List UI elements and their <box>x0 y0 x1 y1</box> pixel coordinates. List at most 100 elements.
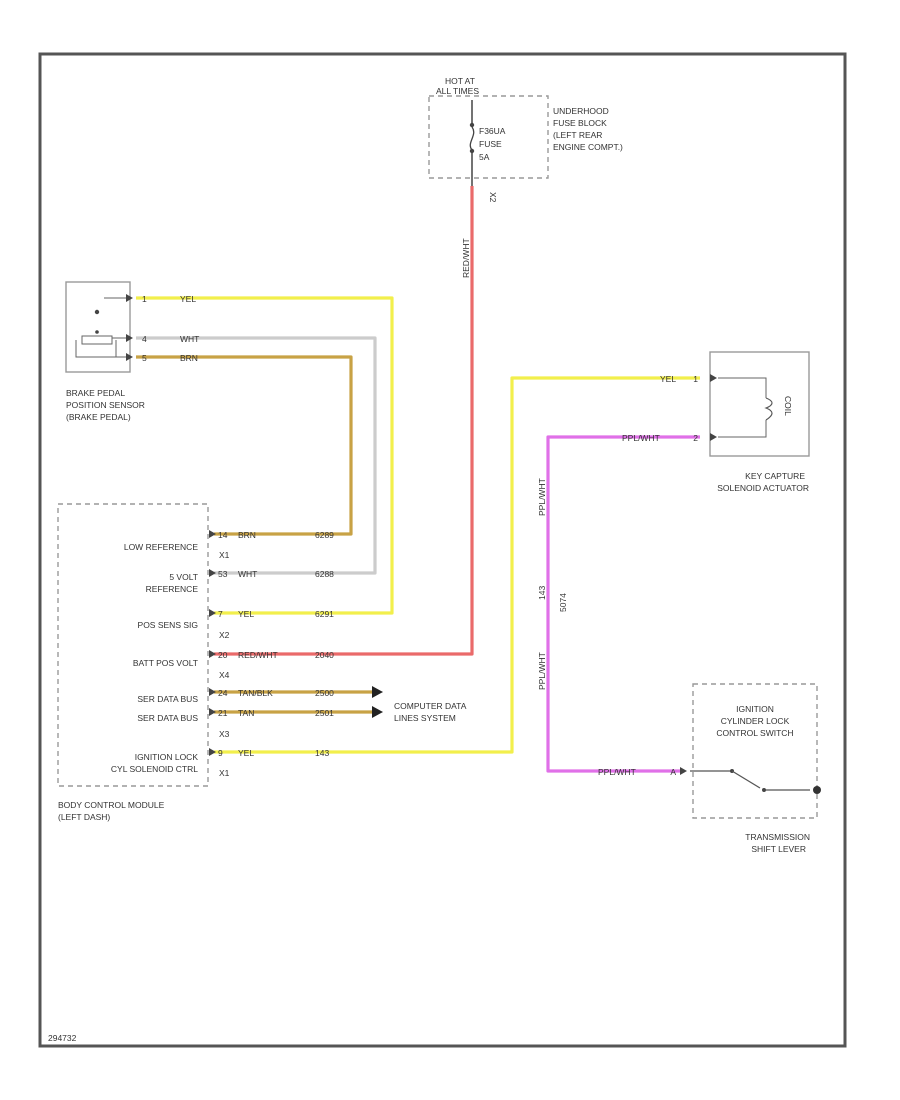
key-wire-ppl: PPL/WHT <box>622 433 660 443</box>
bcm-name-2: (LEFT DASH) <box>58 812 110 822</box>
fuse-terminal-icon <box>469 148 475 154</box>
bcm-circuit-2040: 2040 <box>315 650 334 660</box>
bcm-wire-tan: TAN <box>238 708 254 718</box>
fuse-block-name-3: (LEFT REAR <box>553 130 602 140</box>
fuse-block-outline <box>428 95 549 179</box>
key-pin-2: 2 <box>693 433 698 443</box>
pin-arrow-icon <box>680 767 687 775</box>
arrow-icon <box>372 706 383 718</box>
bcm-wire-yel-2: YEL <box>238 748 254 758</box>
brake-wire-yel: YEL <box>180 294 196 304</box>
ignition-switch-name-3: CONTROL SWITCH <box>716 728 793 738</box>
purple-wire-circuit-a: 143 <box>537 586 547 600</box>
key-pin-1: 1 <box>693 374 698 384</box>
yellow-wire-key <box>214 376 700 754</box>
red-wire-label: RED/WHT <box>461 238 471 278</box>
bcm-pin-53: 53 <box>218 569 228 579</box>
bcm-wire-red-wht: RED/WHT <box>238 650 278 660</box>
fuse-block-name-2: FUSE BLOCK <box>553 118 607 128</box>
key-solenoid-box <box>709 351 810 457</box>
bcm-signal-cyl-sol: CYL SOLENOID CTRL <box>111 764 198 774</box>
bcm-connector-x1b: X1 <box>219 768 230 778</box>
shift-lever-name-1: TRANSMISSION <box>745 832 810 842</box>
bcm-pin-21: 21 <box>218 708 228 718</box>
ignition-switch-pin: A <box>670 767 676 777</box>
ignition-switch-name-2: CYLINDER LOCK <box>721 716 790 726</box>
bcm-name-1: BODY CONTROL MODULE <box>58 800 165 810</box>
sensor-element-icon <box>94 309 100 315</box>
data-link-name-1: COMPUTER DATA <box>394 701 467 711</box>
bcm-wire-wht: WHT <box>238 569 257 579</box>
yellow-wire-brake <box>136 296 394 615</box>
fuse-pin-label: X2 <box>488 192 498 203</box>
coil-icon <box>764 397 773 421</box>
brake-wire-brn: BRN <box>180 353 198 363</box>
bcm-signal-ign-lock: IGNITION LOCK <box>135 752 199 762</box>
diagram-frame <box>38 52 847 1048</box>
data-link-name-2: LINES SYSTEM <box>394 713 456 723</box>
bcm-wire-yel: YEL <box>238 609 254 619</box>
pin-arrow-icon <box>209 748 216 756</box>
key-wire-yel: YEL <box>660 374 676 384</box>
bcm-signal-pos-sens: POS SENS SIG <box>138 620 198 630</box>
sensor-element-icon <box>81 335 113 345</box>
brake-pin-1: 1 <box>142 294 147 304</box>
bcm-signal-ser-2: SER DATA BUS <box>137 713 198 723</box>
fuse-name: F36UA <box>479 126 506 136</box>
brake-sensor-name-2: POSITION SENSOR <box>66 400 145 410</box>
bcm-connector-x3: X3 <box>219 729 230 739</box>
bcm-circuit-6289: 6289 <box>315 530 334 540</box>
bcm-wire-brn: BRN <box>238 530 256 540</box>
brake-wire-wht: WHT <box>180 334 199 344</box>
red-wire <box>214 186 474 656</box>
diagram-code: 294732 <box>48 1033 77 1043</box>
bcm-signal-low-ref: LOW REFERENCE <box>124 542 198 552</box>
pin-arrow-icon <box>209 530 216 538</box>
brake-pin-4: 4 <box>142 334 147 344</box>
pin-arrow-icon <box>209 708 216 716</box>
fuse-hot-label: HOT AT <box>445 76 475 86</box>
pin-arrow-icon <box>126 294 133 302</box>
bcm-pin-24: 24 <box>218 688 228 698</box>
bcm-connector-x2: X2 <box>219 630 230 640</box>
key-solenoid-name-2: SOLENOID ACTUATOR <box>717 483 809 493</box>
coil-label: COIL <box>783 396 793 416</box>
bcm-pin-9: 9 <box>218 748 223 758</box>
bcm-outline <box>57 503 209 787</box>
bcm-pin-7: 7 <box>218 609 223 619</box>
brake-sensor-name-3: (BRAKE PEDAL) <box>66 412 131 422</box>
brake-pin-5: 5 <box>142 353 147 363</box>
switch-blade-icon <box>731 770 761 789</box>
purple-wire-label-b: PPL/WHT <box>537 652 547 690</box>
pin-arrow-icon <box>710 374 717 382</box>
bcm-circuit-6291: 6291 <box>315 609 334 619</box>
fuse-icon <box>469 126 475 151</box>
switch-contact-icon <box>762 788 766 792</box>
brake-sensor-name-1: BRAKE PEDAL <box>66 388 125 398</box>
bcm-pin-14: 14 <box>218 530 228 540</box>
bcm-connector-x4: X4 <box>219 670 230 680</box>
pin-arrow-icon <box>209 650 216 658</box>
bcm-circuit-2501: 2501 <box>315 708 334 718</box>
fuse-block-name-4: ENGINE COMPT.) <box>553 142 623 152</box>
fuse-block-name-1: UNDERHOOD <box>553 106 609 116</box>
ignition-switch-wire: PPL/WHT <box>598 767 636 777</box>
pin-arrow-icon <box>209 688 216 696</box>
purple-wire-circuit-b: 5074 <box>558 593 568 612</box>
brake-sensor-box <box>65 281 131 373</box>
ground-icon <box>813 786 821 794</box>
solenoid-lead <box>718 377 767 398</box>
key-solenoid-name-1: KEY CAPTURE <box>745 471 805 481</box>
bcm-signal-batt: BATT POS VOLT <box>133 658 198 668</box>
pin-arrow-icon <box>209 609 216 617</box>
sensor-element-icon <box>95 330 99 334</box>
purple-wire-label-a: PPL/WHT <box>537 478 547 516</box>
solenoid-lead <box>718 420 767 438</box>
fuse-terminal-icon <box>469 122 475 128</box>
shift-lever-name-2: SHIFT LEVER <box>751 844 806 854</box>
fuse-line-2: FUSE <box>479 139 502 149</box>
bcm-circuit-2500: 2500 <box>315 688 334 698</box>
bcm-circuit-6288: 6288 <box>315 569 334 579</box>
bcm-signal-5v: 5 VOLT <box>169 572 198 582</box>
bcm-signal-5v-ref: REFERENCE <box>146 584 199 594</box>
